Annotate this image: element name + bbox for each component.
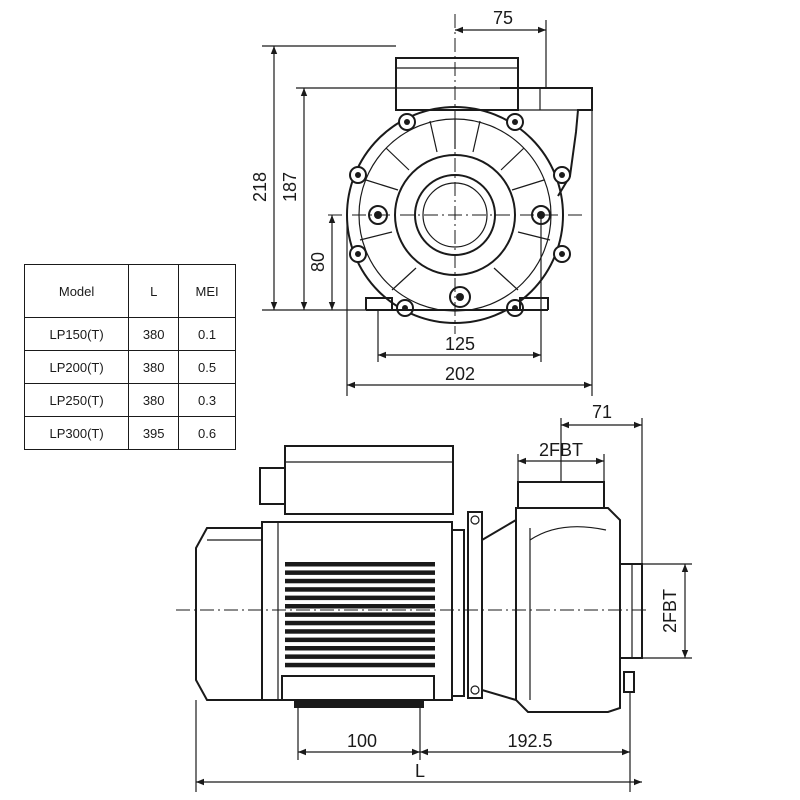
base-foot-left [365, 297, 393, 310]
cooling-fin [285, 629, 435, 634]
dim-outlet-thread: 2FBT [660, 589, 680, 633]
table-header-row: Model L MEI [23, 264, 236, 318]
cooling-fin [285, 578, 435, 584]
front-view: 75 218 187 80 125 202 [250, 8, 593, 396]
dim-inlet-thread: 2FBT [539, 440, 583, 460]
dim-80: 80 [308, 252, 328, 272]
cooling-fin [285, 620, 435, 626]
terminal-box-side [284, 445, 454, 515]
spec-table: Model L MEI LP150(T) 380 0.1 LP200(T) 38… [23, 264, 236, 450]
side-view: 71 2FBT 2FBT 100 192.5 L [176, 402, 692, 792]
cell-model: LP200(T) [23, 350, 130, 384]
cable-gland [259, 467, 286, 505]
volute-casing [515, 507, 621, 713]
dim-187: 187 [280, 172, 300, 202]
cooling-fin [285, 562, 435, 567]
terminal-box [395, 57, 519, 111]
suction-port-side [619, 563, 643, 659]
dim-75: 75 [493, 8, 513, 28]
motor-body [261, 521, 453, 701]
dim-202: 202 [445, 364, 475, 384]
dim-218: 218 [250, 172, 270, 202]
cell-l: 380 [128, 317, 180, 351]
table-row: LP300(T) 395 0.6 [23, 416, 236, 450]
cell-l: 380 [128, 350, 180, 384]
cooling-fin [285, 662, 435, 668]
cooling-fin [285, 637, 435, 643]
dim-length: L [415, 761, 425, 781]
cooling-fins [285, 562, 435, 668]
motor-end-cap [195, 527, 263, 701]
motor-foot [281, 675, 435, 701]
cell-mei: 0.6 [178, 416, 236, 450]
dim-192-5: 192.5 [507, 731, 552, 751]
cooling-fin [285, 654, 435, 659]
dim-100: 100 [347, 731, 377, 751]
pump-flange [467, 511, 483, 699]
cooling-fin [285, 595, 435, 601]
table-row: LP200(T) 380 0.5 [23, 350, 236, 384]
cooling-fin [285, 570, 435, 575]
dim-125: 125 [445, 334, 475, 354]
header-l: L [128, 264, 180, 318]
discharge-port [517, 481, 605, 509]
cooling-fin [285, 646, 435, 651]
cell-l: 395 [128, 416, 180, 450]
drain-plug [623, 671, 635, 693]
header-model: Model [23, 264, 130, 318]
cooling-fin [285, 612, 435, 617]
cooling-fin [285, 604, 435, 609]
table-row: LP250(T) 380 0.3 [23, 383, 236, 417]
cell-model: LP300(T) [23, 416, 130, 450]
cooling-fin [285, 587, 435, 592]
dim-71: 71 [592, 402, 612, 422]
cell-mei: 0.1 [178, 317, 236, 351]
base-foot-right [519, 297, 549, 310]
header-mei: MEI [178, 264, 236, 318]
cell-model: LP250(T) [23, 383, 130, 417]
